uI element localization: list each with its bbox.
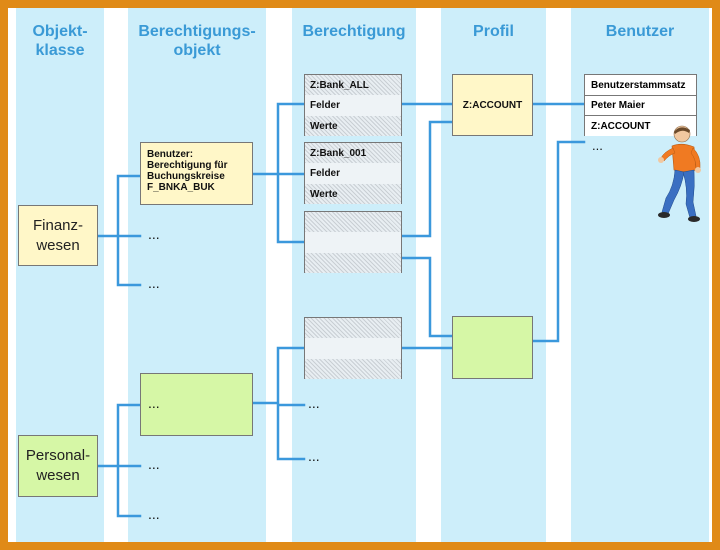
ellipsis-user: ...	[592, 138, 603, 153]
ellipsis-authobj-3: ...	[148, 395, 160, 411]
user-record-name: Peter Maier	[585, 96, 696, 116]
ellipsis-auth-2: ...	[308, 448, 320, 464]
column-title-authorization: Berechtigung	[302, 23, 406, 40]
connector-personnel-trunk	[97, 403, 142, 518]
auth-object-box[interactable]: Benutzer: Berechtigung für Buchungskreis…	[140, 142, 253, 205]
column-title-user: Benutzer	[605, 23, 675, 40]
authorization-row	[305, 253, 401, 273]
object-class-personnel[interactable]: Personal- wesen	[18, 435, 98, 497]
column-title-profile: Profil	[473, 23, 514, 40]
profile-empty[interactable]	[452, 316, 533, 379]
ellipsis-authobj-4: ...	[148, 456, 160, 472]
connector-auths-profile	[400, 102, 454, 238]
authorization-row	[305, 232, 401, 253]
authorization-name: Z:Bank_ALL	[305, 75, 401, 95]
authorization-name: Z:Bank_001	[305, 143, 401, 163]
auth-object-line-2: Berechtigung für	[147, 160, 228, 171]
column-auth-object: Berechtigungs- objekt	[128, 8, 266, 542]
person-figure-icon	[658, 125, 701, 222]
authorization-fields: Felder	[305, 163, 401, 184]
authorization-row	[305, 212, 401, 232]
authorization-row	[305, 338, 401, 359]
user-record-profile: Z:ACCOUNT	[585, 116, 696, 136]
authorization-empty-2[interactable]	[304, 317, 402, 379]
auth-object-line-4: F_BNKA_BUK	[147, 182, 215, 193]
user-master-record[interactable]: Benutzerstammsatz Peter Maier Z:ACCOUNT	[584, 74, 697, 136]
user-record-header: Benutzerstammsatz	[585, 75, 696, 96]
object-class-finance[interactable]: Finanz- wesen	[18, 205, 98, 266]
ellipsis-authobj-5: ...	[148, 506, 160, 522]
authorization-values: Werte	[305, 116, 401, 136]
auth-object-line-3: Buchungskreise	[147, 171, 225, 182]
connector-lines	[97, 102, 586, 518]
authorization-row	[305, 359, 401, 379]
profile-account[interactable]: Z:ACCOUNT	[452, 74, 533, 136]
diagram-canvas: Objekt- klasse Berechtigungs- objekt Ber…	[8, 8, 712, 542]
ellipsis-authobj-1: ...	[148, 226, 160, 242]
profile-name: Z:ACCOUNT	[462, 99, 523, 111]
authorization-fields: Felder	[305, 95, 401, 116]
authorization-empty-1[interactable]	[304, 211, 402, 273]
authorization-bank-001[interactable]: Z:Bank_001 Felder Werte	[304, 142, 402, 204]
authorization-row	[305, 318, 401, 338]
auth-object-line-1: Benutzer:	[147, 149, 194, 160]
connector-finance-trunk	[97, 174, 142, 287]
connector-authobj-auths	[251, 102, 306, 244]
column-title-auth-object: Berechtigungs- objekt	[138, 23, 256, 59]
column-title-object-class: Objekt- klasse	[32, 23, 88, 59]
ellipsis-authobj-2: ...	[148, 275, 160, 291]
connector-authobj2-branches	[251, 346, 306, 461]
connector-profile2-user	[531, 140, 586, 343]
authorization-values: Werte	[305, 184, 401, 204]
connector-auth3-profile2	[400, 256, 454, 338]
ellipsis-auth-1: ...	[308, 395, 320, 411]
auth-object-box-2[interactable]	[140, 373, 253, 436]
authorization-bank-all[interactable]: Z:Bank_ALL Felder Werte	[304, 74, 402, 136]
